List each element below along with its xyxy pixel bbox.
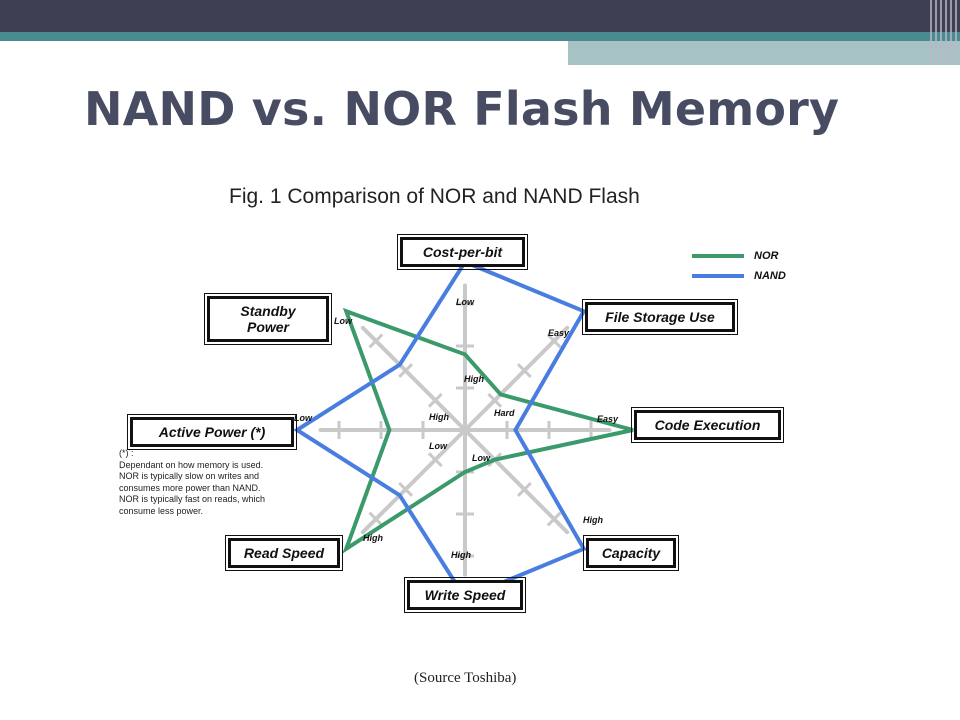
radar-axes [318,283,612,577]
source-credit: (Source Toshiba) [414,670,517,686]
axis-label-text: Read Speed [243,545,325,561]
footnote-line: Dependant on how memory is used. [119,459,264,470]
axis-label-text: File Storage Use [605,309,715,325]
tick-label: Low [456,297,474,307]
tick-label: Low [334,316,352,326]
footnote-line: NOR is typically fast on reads, which [119,494,266,504]
chart-footnote: (*) : Dependant on how memory is used. N… [119,448,319,517]
axis-tick-mark [368,333,384,349]
axis-tick-mark [368,511,384,527]
tick-label: Easy [548,328,570,338]
axis-label-text: Write Speed [424,587,506,603]
tick-label: High [429,412,449,422]
axis-tick-mark [427,392,443,408]
axis-tick-mark [487,392,503,408]
header-corner-decoration [930,0,960,65]
tick-label: Low [472,453,490,463]
tick-label: Low [429,441,447,451]
tick-label: High [363,533,383,543]
axis-label-text: Code Execution [654,417,761,433]
axis-label-file-storage-use: File Storage Use [582,299,738,335]
axis-tick-mark [427,452,443,468]
series-line-nor [342,307,634,554]
tick-label: High [583,515,603,525]
axis-line [463,428,570,535]
axis-label-write-speed: Write Speed [404,577,526,613]
axis-tick-mark [398,363,414,379]
legend-label-nand: NAND [754,270,786,282]
footnote-line: (*) : [119,448,134,458]
axis-tick-mark [516,363,532,379]
axis-tick-mark [398,481,414,497]
figure-title: Fig. 1 Comparison of NOR and NAND Flash [229,185,640,208]
axis-tick-mark [516,481,532,497]
axis-label-cost-per-bit: Cost-per-bit [397,234,528,270]
axis-line [463,325,570,432]
axis-label-capacity: Capacity [583,535,679,571]
axis-label-text: Cost-per-bit [422,244,503,260]
tick-label: Hard [494,408,515,418]
tick-label: High [464,374,484,384]
chart-legend [692,254,744,278]
axis-line [360,325,467,432]
axis-label-code-execution: Code Execution [631,407,784,443]
axis-label-text: Capacity [601,545,661,561]
axis-label-standby-power: Standby Power [204,293,332,345]
legend-label-nor: NOR [754,250,779,262]
axis-label-text: Active Power (*) [158,424,266,440]
footnote-line: consumes more power than NAND. [119,482,261,493]
header-accent-stripe [0,32,960,41]
tick-label: High [451,550,471,560]
tick-label: Easy [597,414,619,424]
header-accent-block [568,41,960,65]
axis-tick-mark [546,333,562,349]
axis-line [360,428,467,535]
axis-tick-mark [546,511,562,527]
header-bar [0,0,960,32]
axis-label-active-power: Active Power (*) [127,414,297,450]
footnote-line: consume less power. [119,505,204,516]
slide-title: NAND vs. NOR Flash Memory [84,82,840,136]
axis-label-text: Standby Power [240,303,296,335]
footnote-line: NOR is typically slow on writes and [119,471,260,481]
axis-label-read-speed: Read Speed [225,535,343,571]
tick-label: Low [294,413,312,423]
